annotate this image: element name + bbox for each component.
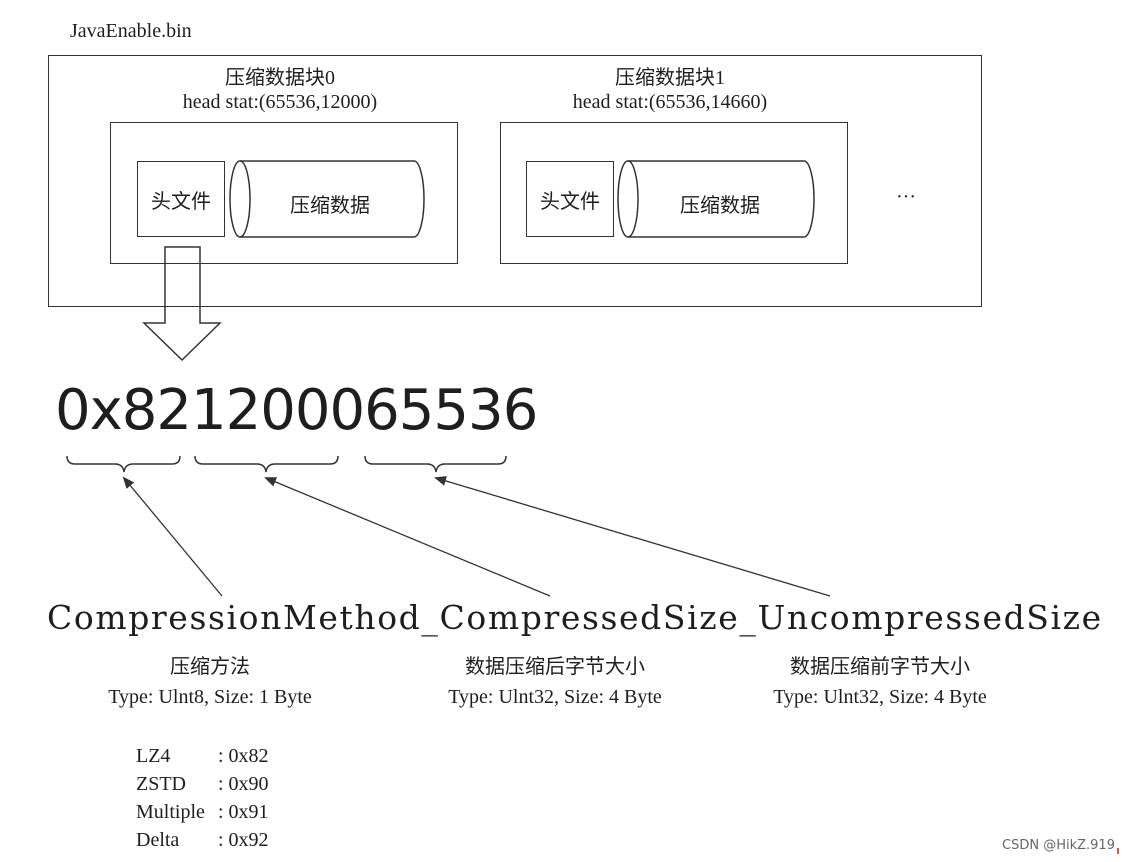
- method-name: ZSTD: [136, 773, 186, 795]
- field-uncompressed-size: 数据压缩前字节大小 Type: Ulnt32, Size: 4 Byte: [730, 652, 1030, 712]
- header-format-string: CompressionMethod_CompressedSize_Uncompr…: [47, 598, 1103, 637]
- method-row: ZSTD : 0x90: [136, 770, 269, 798]
- block-0-data-label: 压缩数据: [290, 195, 370, 217]
- more-blocks-ellipsis: ···: [896, 186, 916, 208]
- method-row: LZ4 : 0x82: [136, 742, 269, 770]
- pointer-arrow-compressed: [264, 477, 551, 597]
- method-name: Multiple: [136, 801, 205, 823]
- field-2-type: Type: Ulnt32, Size: 4 Byte: [773, 686, 987, 708]
- file-name-label: JavaEnable.bin: [70, 20, 192, 42]
- method-row: Multiple : 0x91: [136, 798, 269, 826]
- compression-method-table: LZ4 : 0x82 ZSTD : 0x90 Multiple : 0x91 D…: [136, 742, 269, 854]
- block-1-header-box: 头文件: [526, 161, 614, 237]
- block-0-head-stat: head stat:(65536,12000): [182, 91, 378, 113]
- expand-down-arrow: [142, 246, 222, 362]
- watermark-text: CSDN @HikZ.919: [1002, 838, 1115, 853]
- field-compressed-size: 数据压缩后字节大小 Type: Ulnt32, Size: 4 Byte: [405, 652, 705, 712]
- block-1-frame: [500, 122, 848, 264]
- method-code: : 0x91: [218, 801, 269, 823]
- method-code: : 0x92: [218, 829, 269, 851]
- block-1-data-label: 压缩数据: [680, 195, 760, 217]
- corner-mark: [1117, 848, 1119, 854]
- block-1-name: 压缩数据块1: [615, 67, 725, 89]
- method-name: Delta: [136, 829, 180, 851]
- field-2-name: 数据压缩前字节大小: [790, 656, 970, 678]
- method-code: : 0x82: [218, 745, 269, 767]
- block-1-head-stat: head stat:(65536,14660): [572, 91, 768, 113]
- pointer-arrow-method: [122, 476, 223, 597]
- field-0-type: Type: Ulnt8, Size: 1 Byte: [108, 686, 312, 708]
- block-0-name: 压缩数据块0: [225, 67, 335, 89]
- block-0-header-box: 头文件: [137, 161, 225, 237]
- header-hex-value: 0x821200065536: [55, 378, 538, 443]
- field-0-name: 压缩方法: [170, 656, 250, 678]
- pointer-arrow-uncompressed: [434, 476, 831, 597]
- brace-uncompressed-size: [364, 455, 507, 473]
- field-1-name: 数据压缩后字节大小: [465, 656, 645, 678]
- brace-compressed-size: [194, 455, 339, 473]
- block-1-title: 压缩数据块1 head stat:(65536,14660): [500, 66, 840, 114]
- brace-compression-method: [66, 455, 181, 473]
- compressed-data-cylinder-0: [229, 160, 425, 238]
- method-row: Delta : 0x92: [136, 826, 269, 854]
- file-frame: [48, 55, 982, 307]
- block-0-title: 压缩数据块0 head stat:(65536,12000): [110, 66, 450, 114]
- method-name: LZ4: [136, 745, 171, 767]
- field-1-type: Type: Ulnt32, Size: 4 Byte: [448, 686, 662, 708]
- field-compression-method: 压缩方法 Type: Ulnt8, Size: 1 Byte: [60, 652, 360, 712]
- block-0-frame: [110, 122, 458, 264]
- compressed-data-cylinder-1: [617, 160, 815, 238]
- method-code: : 0x90: [218, 773, 269, 795]
